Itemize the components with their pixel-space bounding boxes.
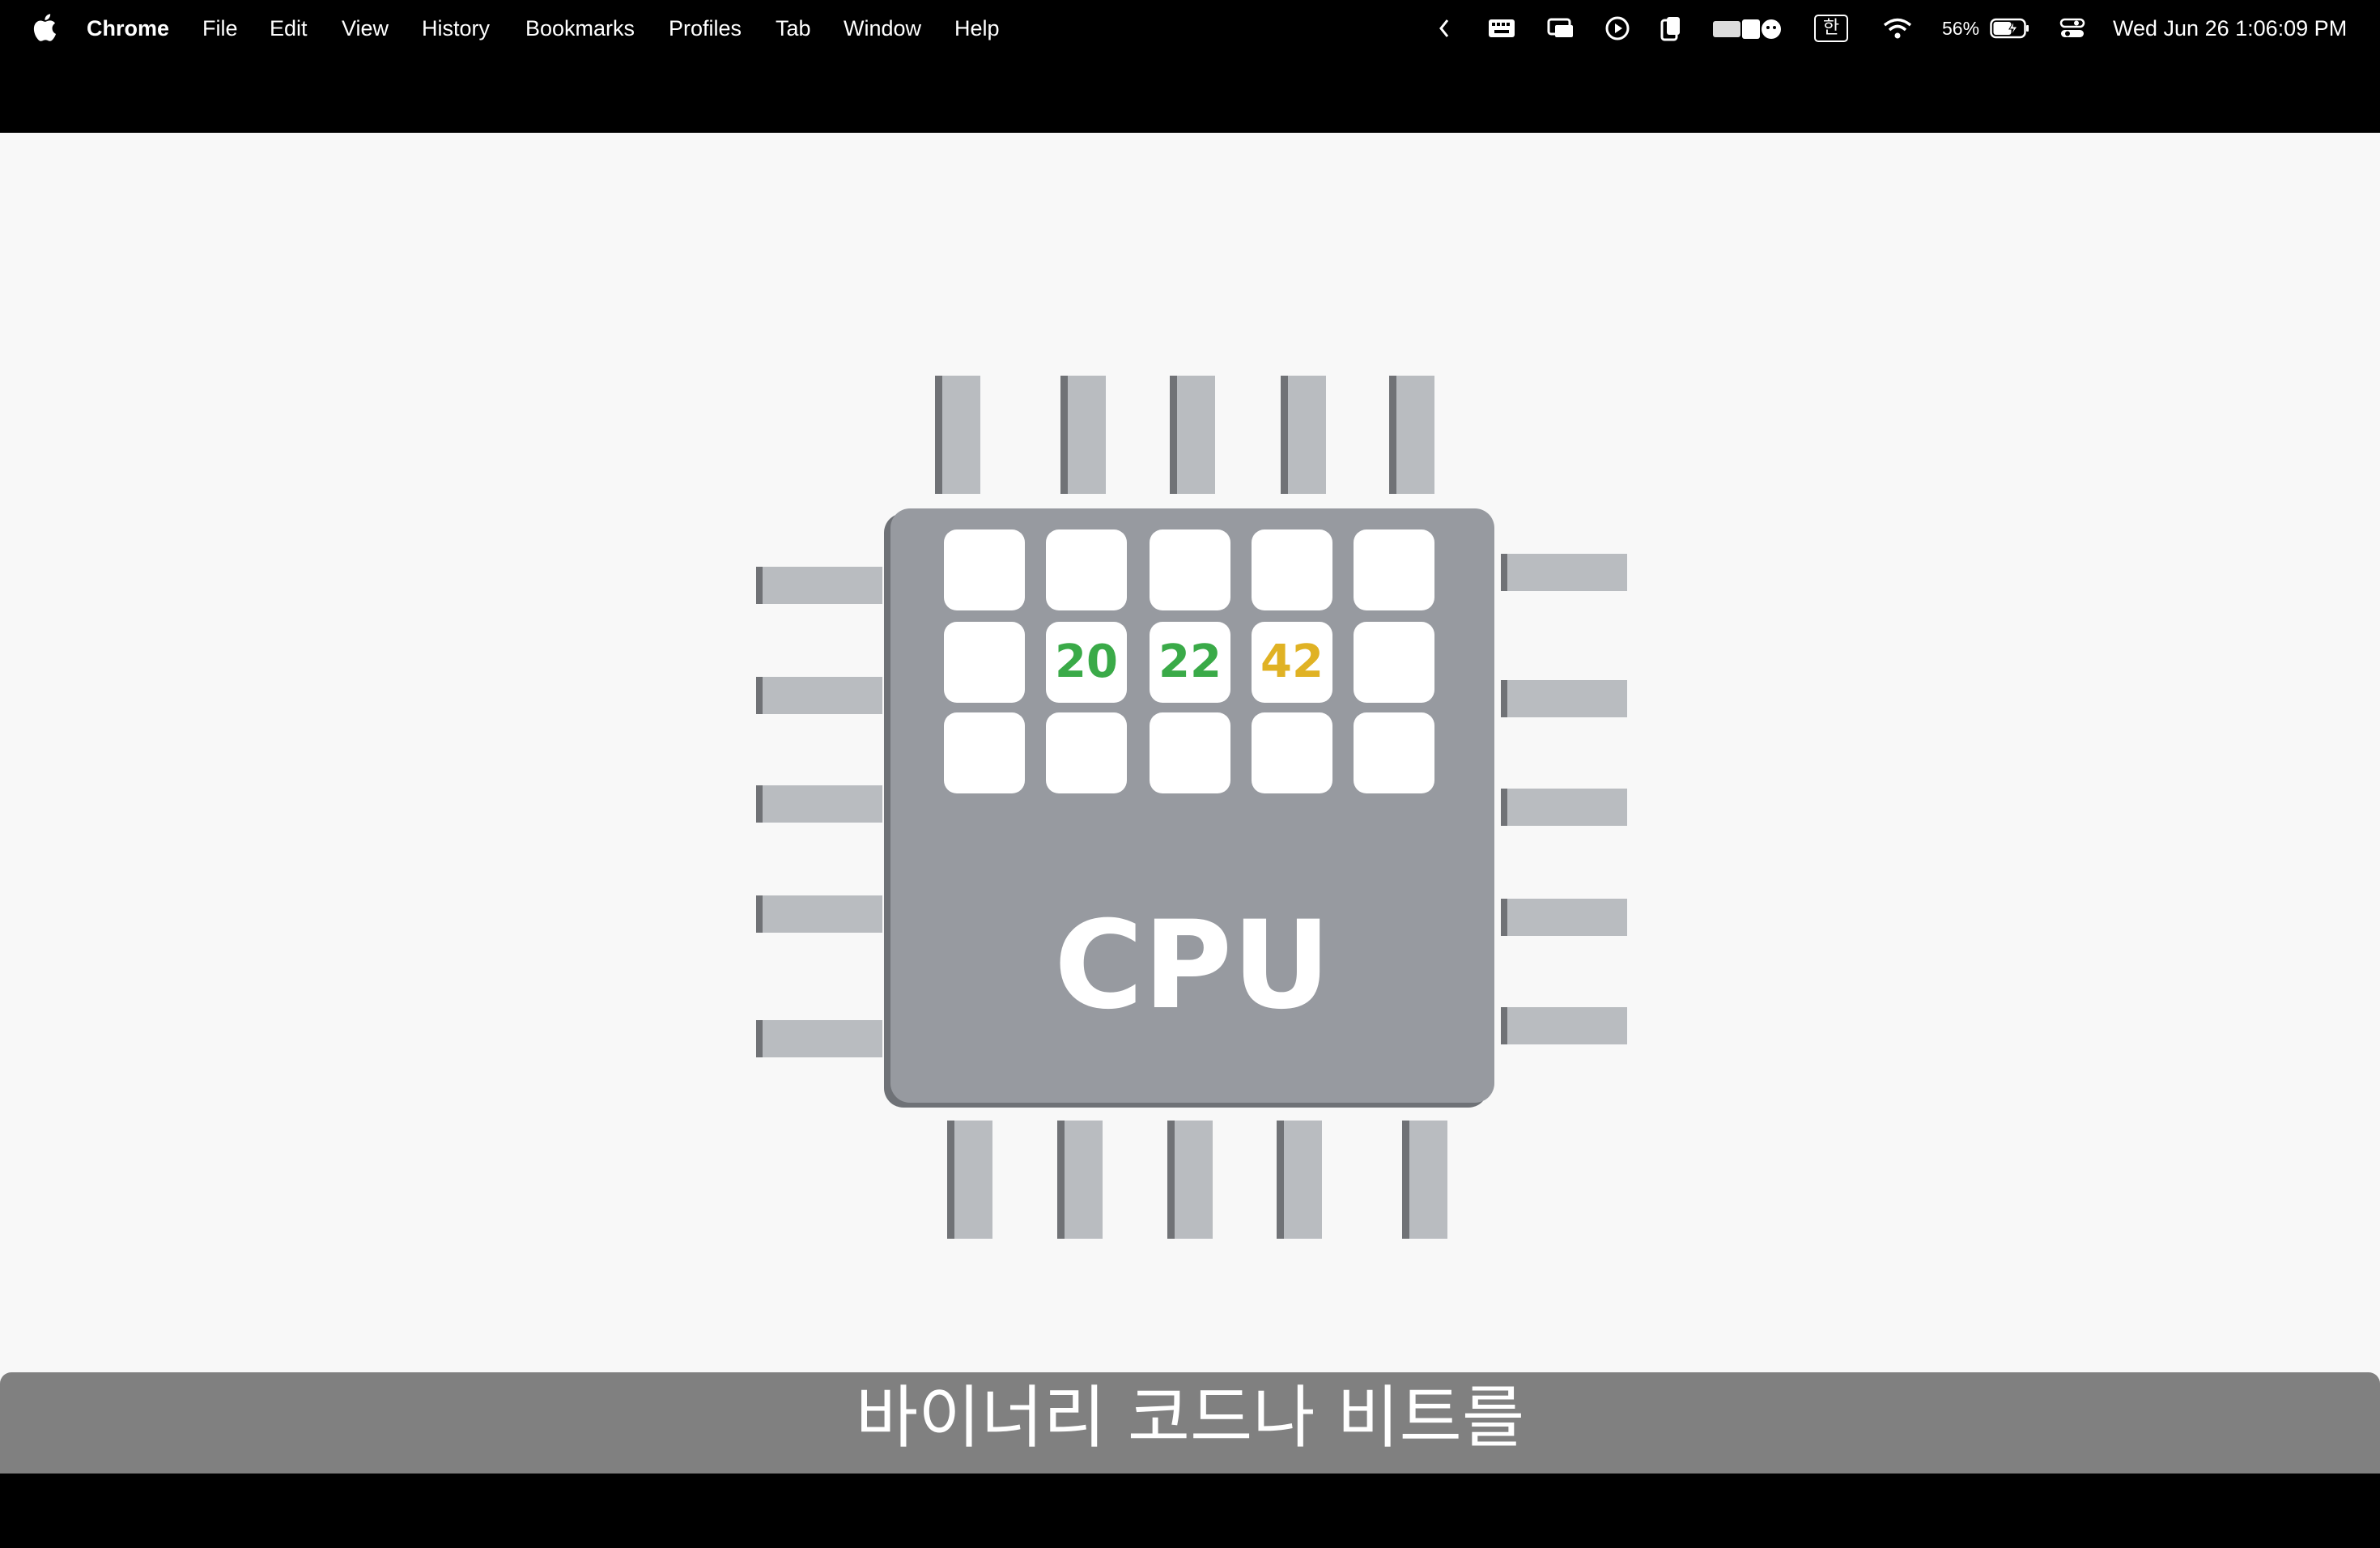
cpu-pin-left bbox=[756, 1020, 882, 1057]
memory-cell bbox=[944, 712, 1025, 793]
memory-cell bbox=[1354, 712, 1434, 793]
wifi-icon[interactable] bbox=[1883, 0, 1912, 57]
cpu-pin-top bbox=[1389, 376, 1434, 494]
memory-cell bbox=[1252, 529, 1332, 610]
subtitle-caption: 바이너리 코드나 비트를 CPU로 보내면 bbox=[0, 1372, 2380, 1474]
menu-bookmarks[interactable]: Bookmarks bbox=[525, 16, 635, 40]
cpu-pin-right bbox=[1501, 789, 1627, 826]
cpu-pin-right bbox=[1501, 680, 1627, 717]
memory-cell bbox=[1150, 529, 1230, 610]
date-time[interactable]: Wed Jun 26 1:06:09 PM bbox=[2113, 15, 2348, 40]
cpu-chip: 20 22 42 CPU bbox=[890, 508, 1494, 1103]
memory-cell bbox=[1252, 712, 1332, 793]
cpu-pin-right bbox=[1501, 899, 1627, 936]
cpu-pin-right bbox=[1501, 1007, 1627, 1044]
battery-icon[interactable] bbox=[1990, 0, 2030, 57]
memory-cell bbox=[1150, 712, 1230, 793]
chevron-left-icon[interactable] bbox=[1438, 0, 1451, 57]
video-frame[interactable]: 20 22 42 CPU 바이너리 코드나 비트를 CPU로 보내면 bbox=[0, 133, 2380, 1474]
cpu-pin-bottom bbox=[1277, 1121, 1322, 1239]
keyboard-icon[interactable] bbox=[1488, 0, 1515, 57]
cpu-pin-top bbox=[1281, 376, 1326, 494]
cpu-pin-left bbox=[756, 785, 882, 823]
subtitle-line-2: CPU로 보내면 bbox=[0, 1463, 2380, 1474]
menu-help[interactable]: Help bbox=[954, 16, 1000, 40]
cpu-pin-bottom bbox=[1167, 1121, 1213, 1239]
menu-file[interactable]: File bbox=[202, 16, 238, 40]
input-source-icon[interactable]: 한 bbox=[1814, 0, 1848, 57]
cpu-pin-left bbox=[756, 895, 882, 933]
menu-profiles[interactable]: Profiles bbox=[669, 16, 742, 40]
memory-cell bbox=[1046, 529, 1127, 610]
cpu-pin-top bbox=[1170, 376, 1215, 494]
cpu-pin-bottom bbox=[1057, 1121, 1103, 1239]
memory-cell-result: 42 bbox=[1252, 622, 1332, 703]
app-name-menu[interactable]: Chrome bbox=[87, 16, 170, 40]
menu-edit[interactable]: Edit bbox=[270, 16, 308, 40]
cpu-pin-left bbox=[756, 677, 882, 714]
menu-bar: Chrome File Edit View History Bookmarks … bbox=[0, 0, 2380, 57]
apple-menu-icon[interactable] bbox=[32, 0, 57, 57]
subtitle-line-1: 바이너리 코드나 비트를 bbox=[855, 1378, 1525, 1457]
menu-history[interactable]: History bbox=[422, 16, 491, 40]
menubar-extras-icon[interactable] bbox=[1711, 0, 1786, 57]
cpu-pin-bottom bbox=[1402, 1121, 1447, 1239]
menu-view[interactable]: View bbox=[342, 16, 389, 40]
memory-cell bbox=[1354, 529, 1434, 610]
menu-tab[interactable]: Tab bbox=[776, 16, 811, 40]
memory-cell bbox=[944, 622, 1025, 703]
cpu-pin-top bbox=[935, 376, 980, 494]
cpu-pin-left bbox=[756, 567, 882, 604]
cpu-pin-top bbox=[1060, 376, 1106, 494]
cpu-label: CPU bbox=[1054, 895, 1331, 1036]
memory-cell bbox=[1046, 712, 1127, 793]
battery-percent: 56% bbox=[1942, 17, 1980, 39]
play-circle-icon[interactable] bbox=[1604, 0, 1630, 57]
memory-cell bbox=[1354, 622, 1434, 703]
cpu-pin-bottom bbox=[947, 1121, 992, 1239]
input-source-label: 한 bbox=[1814, 15, 1848, 42]
cpu-pin-right bbox=[1501, 554, 1627, 591]
memory-cell-value: 20 bbox=[1046, 622, 1127, 703]
memory-cell bbox=[944, 529, 1025, 610]
menu-window[interactable]: Window bbox=[844, 16, 922, 40]
memory-cell-value: 22 bbox=[1150, 622, 1230, 703]
clipboard-icon[interactable] bbox=[1660, 0, 1682, 57]
control-center-icon[interactable] bbox=[2059, 0, 2085, 57]
screen-mirroring-icon[interactable] bbox=[1547, 0, 1575, 57]
